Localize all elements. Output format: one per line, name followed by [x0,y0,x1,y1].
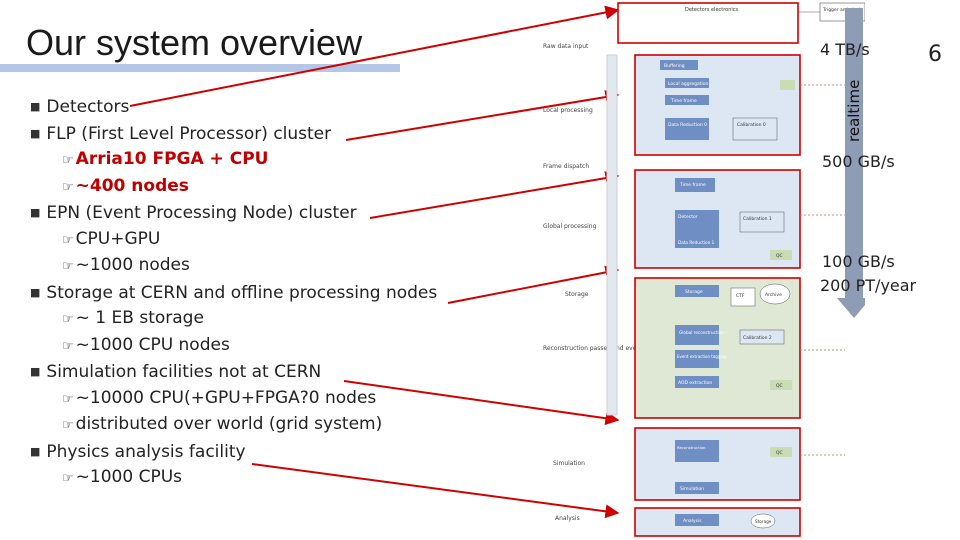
realtime-arrowhead [837,298,865,318]
highlight-flp [634,54,801,156]
storage-cylinder-2 [750,513,776,529]
qc-box-3 [770,380,792,390]
hand-pointer-icon: ☞ [62,232,74,248]
stage-label-storage: Storage [565,291,589,298]
storage-label: Storage [685,289,703,295]
storage-box [675,285,719,297]
highlight-epn [634,169,801,269]
global-reco-label: Global reconstruction [679,330,724,335]
left-flow-bracket [606,54,618,416]
qc-label-4: QC [776,450,783,456]
simulation-box [675,482,719,494]
slide-title: Our system overview [26,22,363,63]
sub-bullet-epn-hw: ☞CPU+GPU [62,228,161,249]
sim-reco-label: Reconstruction [677,445,706,450]
qc-label-3: QC [776,383,783,389]
calibration-1-label: Calibration 1 [743,216,772,222]
page-number: 6 [928,42,942,67]
sub-bullet-sim-cpu: ☞~10000 CPU(+GPU+FPGA?0 nodes [62,387,377,408]
stage-label-global: Global processing [543,223,597,230]
simulation-label: Simulation [680,486,704,492]
hand-pointer-icon: ☞ [62,153,74,168]
stage-label-raw: Raw data input [543,43,589,50]
event-extraction-label: Event extraction tagging [677,354,727,359]
local-aggregation-label: Local aggregation [668,81,708,87]
calibration-0-label: Calibration 0 [737,122,766,128]
qc-box-4 [770,447,792,457]
ctf-box [730,287,756,307]
buffering-box [660,60,698,70]
highlight-simulation [634,427,801,501]
rate-storage-label: 200 PT/year [820,276,917,295]
trigger-clock-label: Trigger and clock [822,7,862,13]
sub-bullet-epn-nodes: ☞~1000 nodes [62,255,190,275]
data-reduction-1-label: Data Reduction 1 [678,240,715,245]
data-reduction-0-box [665,118,709,140]
svg-text:realtime: realtime [845,80,863,142]
realtime-bar [845,8,863,298]
hand-pointer-icon: ☞ [62,179,74,195]
highlight-storage [634,277,801,419]
sim-reco-box [675,440,719,462]
sub-bullet-flp-hw: ☞Arria10 FPGA + CPU [62,149,269,169]
bullet-analysis: Physics analysis facility [30,439,500,466]
highlight-analysis [634,507,801,537]
qc-label-2: QC [776,253,783,259]
qc-box-2 [770,250,792,260]
calibration-1-box [739,211,785,233]
hand-pointer-icon: ☞ [62,391,74,407]
detectors-electronics-label: Detectors electronics [685,7,739,13]
hand-pointer-icon: ☞ [62,338,74,354]
hand-pointer-icon: ☞ [62,471,74,486]
archive-label: Archive [765,292,782,298]
bullet-simulation: Simulation facilities not at CERN [30,359,500,386]
title-underline-bar [0,64,400,72]
detector-reco-label: Detector [678,214,698,220]
local-aggregation-box [665,78,709,88]
aod-extraction-label: AOD extraction [678,380,712,386]
rate-flp-label: 500 GB/s [822,152,895,171]
storage-label-2: Storage [755,519,772,524]
sub-bullet-storage-nodes: ☞~1000 CPU nodes [62,334,230,355]
bullet-storage: Storage at CERN and offline processing n… [30,280,500,307]
hand-pointer-icon: ☞ [62,418,74,433]
sub-bullet-flp-nodes: ☞~400 nodes [62,175,189,196]
calibration-2-label: Calibration 2 [743,335,772,341]
hand-pointer-icon: ☞ [62,259,74,274]
bullet-list: Detectors FLP (First Level Processor) cl… [30,94,500,492]
global-reco-box [675,325,719,345]
stage-label-simulation: Simulation [553,460,585,467]
rate-epn-label: 100 GB/s [822,252,895,271]
realtime-label: realtime [845,80,863,142]
event-extraction-box [675,350,719,368]
rate-raw-label: 4 TB/s [820,40,870,59]
bullet-detectors: Detectors [30,94,500,121]
timeframe-box [665,95,709,105]
ctf-label: CTF [736,293,745,299]
tf-building-box [675,178,715,192]
stage-label-analysis: Analysis [555,515,580,522]
data-reduction-0-label: Data Reduction 0 [668,122,707,128]
system-flow-diagram: Raw data input Local processing Frame di… [543,2,865,537]
sub-bullet-analysis-cpus: ☞~1000 CPUs [62,467,182,487]
archive-cylinder [759,283,791,305]
aod-extraction-box [675,376,719,388]
timeframe-label: Time frame [670,98,697,104]
qc-box-1 [780,80,795,90]
stage-label-dispatch: Frame dispatch [543,163,589,170]
highlight-raw [617,2,799,44]
buffering-label: Buffering [664,63,685,69]
bullet-epn: EPN (Event Processing Node) cluster [30,200,500,227]
analysis-box [675,514,719,526]
detector-reco-box [675,210,719,248]
analysis-label: Analysis [683,518,702,524]
tf-building-label: Time frame [679,182,706,188]
sub-bullet-sim-grid: ☞distributed over world (grid system) [62,414,383,434]
sub-bullet-storage-size: ☞~ 1 EB storage [62,308,204,328]
hand-pointer-icon: ☞ [62,312,74,327]
stage-label-local: Local processing [543,107,593,114]
calibration-0-box [732,117,778,141]
calibration-2-box [739,329,785,345]
bullet-flp: FLP (First Level Processor) cluster [30,121,500,148]
